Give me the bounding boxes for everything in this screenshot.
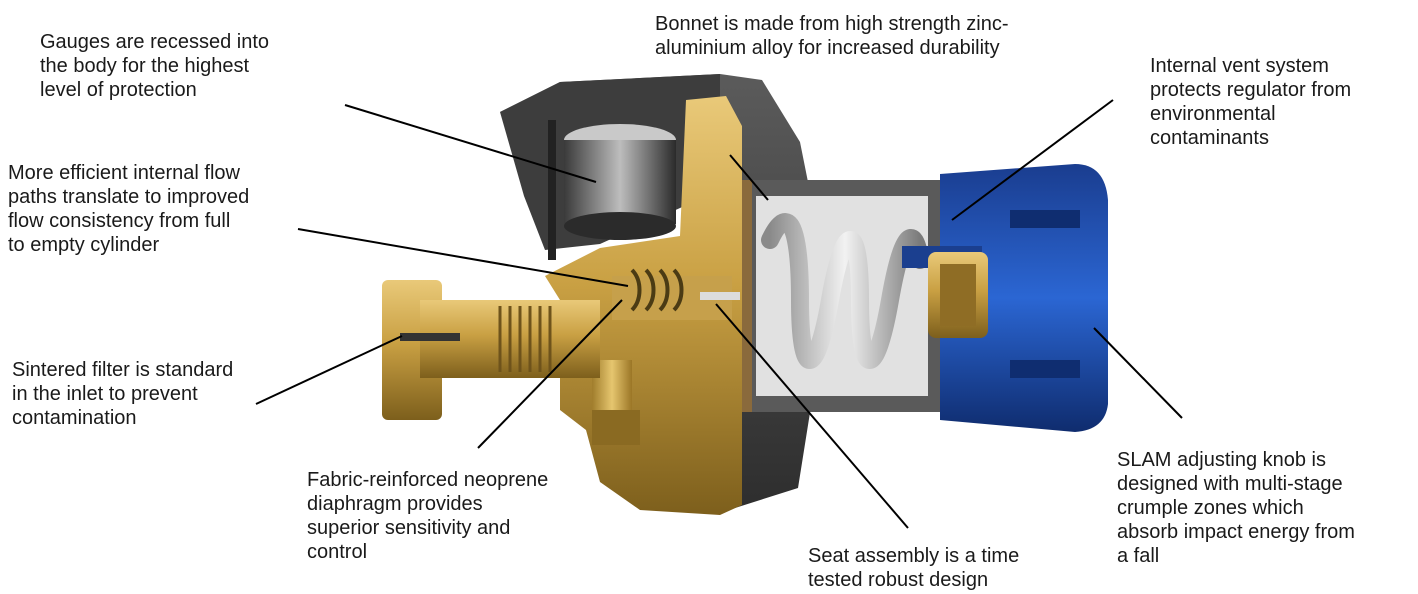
callout-filter-line-3: contamination [12, 407, 137, 429]
callout-vent-line-2: protects regulator from [1150, 79, 1352, 101]
callout-vent-line-3: environmental [1150, 103, 1276, 125]
callout-knob: SLAM adjusting knob is designed with mul… [1117, 448, 1355, 568]
spring-shape [761, 213, 929, 369]
inlet-fitting-shape [382, 280, 600, 420]
callout-knob-line-5: a fall [1117, 545, 1160, 567]
callout-flow-line-4: to empty cylinder [8, 234, 160, 256]
callout-vent-line-1: Internal vent system [1150, 55, 1329, 77]
callout-gauges-line-1: Gauges are recessed into [40, 31, 270, 53]
callout-filter: Sintered filter is standard in the inlet… [12, 358, 233, 430]
callout-flow-line-2: paths translate to improved [8, 186, 250, 208]
callout-flow: More efficient internal flow paths trans… [8, 161, 249, 257]
seat-assembly-shape [612, 268, 740, 320]
callout-filter-line-1: Sintered filter is standard [12, 359, 234, 381]
callout-vent-line-4: contaminants [1150, 127, 1269, 149]
callout-knob-line-4: absorb impact energy from [1117, 521, 1355, 543]
spring-housing-shape [742, 180, 942, 412]
callout-bonnet-line-1: Bonnet is made from high strength zinc- [655, 13, 1009, 35]
callout-knob-line-2: designed with multi-stage [1117, 473, 1343, 495]
callout-bonnet-line-2: aluminium alloy for increased durability [655, 37, 1000, 59]
callout-vent: Internal vent system protects regulator … [1150, 54, 1351, 150]
callout-seat-line-1: Seat assembly is a time [808, 545, 1020, 567]
callout-knob-line-3: crumple zones which [1117, 497, 1304, 519]
callout-bonnet: Bonnet is made from high strength zinc- … [655, 12, 1009, 60]
gauge-shape [548, 120, 676, 260]
leader-lines [255, 99, 1183, 529]
callout-gauges: Gauges are recessed into the body for th… [40, 30, 269, 102]
callout-flow-line-1: More efficient internal flow [8, 162, 240, 184]
callout-diaphragm-line-3: superior sensitivity and [307, 517, 511, 539]
callout-filter-line-2: in the inlet to prevent [12, 383, 198, 405]
callout-flow-line-3: flow consistency from full [8, 210, 231, 232]
callout-diaphragm-line-4: control [307, 541, 368, 563]
callout-seat: Seat assembly is a time tested robust de… [808, 544, 1019, 592]
callout-diaphragm-line-1: Fabric-reinforced neoprene [307, 469, 549, 491]
callout-gauges-line-3: level of protection [40, 79, 197, 101]
callout-gauges-line-2: the body for the highest [40, 55, 250, 77]
callout-diaphragm-line-2: diaphragm provides [307, 493, 483, 515]
callout-knob-line-1: SLAM adjusting knob is [1117, 449, 1327, 471]
adjusting-knob-shape [902, 164, 1108, 432]
callout-seat-line-2: tested robust design [808, 569, 989, 591]
callout-diaphragm: Fabric-reinforced neoprene diaphragm pro… [307, 468, 548, 564]
